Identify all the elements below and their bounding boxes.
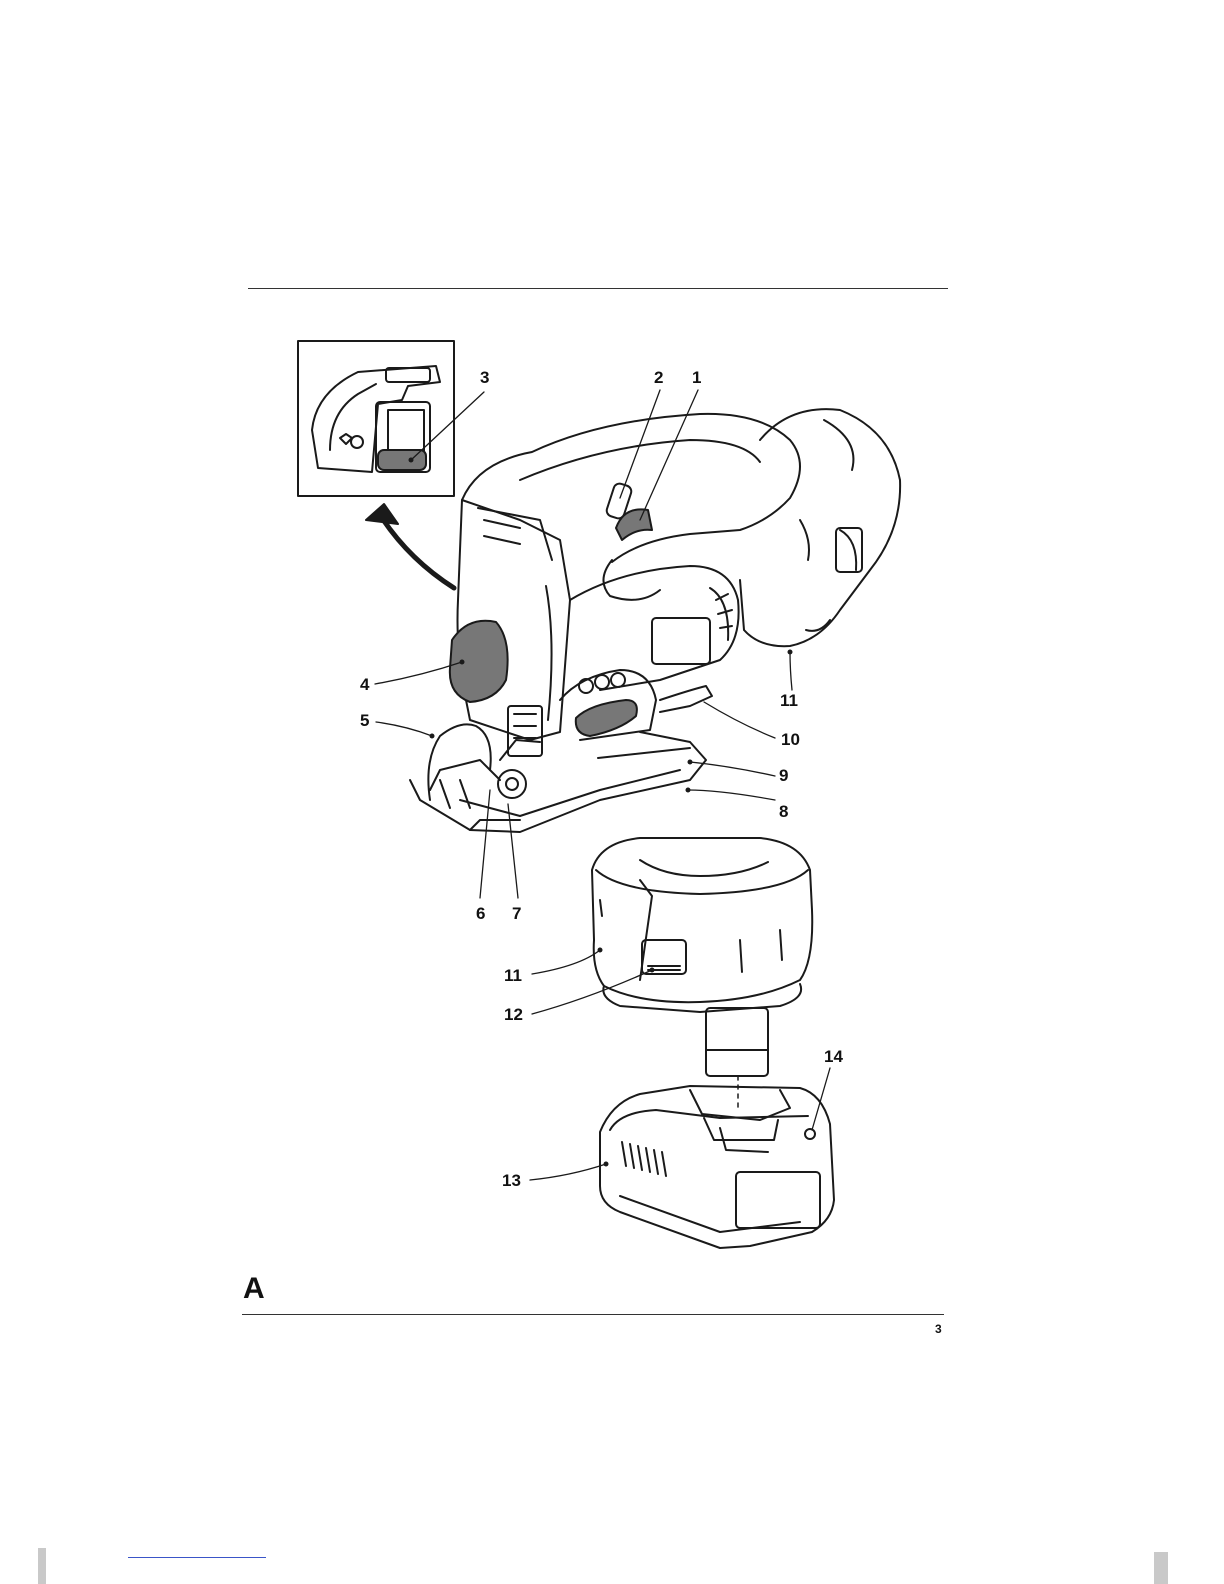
scan-artifact-right [1154, 1552, 1168, 1584]
callout-8: 8 [779, 802, 788, 821]
callout-6: 6 [476, 904, 485, 923]
figure-label: A [243, 1272, 265, 1306]
callout-13: 13 [502, 1171, 521, 1190]
callout-12: 12 [504, 1005, 523, 1024]
leader-dots [409, 458, 793, 1167]
selector-lever-highlight [576, 700, 637, 736]
charger [600, 1086, 834, 1248]
scan-artifact-left [38, 1548, 46, 1584]
leader-lines [375, 390, 830, 1180]
callout-14: 14 [824, 1047, 843, 1066]
callout-5: 5 [360, 711, 369, 730]
blower-knob-highlight [450, 621, 508, 702]
arrow-head [366, 504, 398, 524]
callout-11-battery: 11 [504, 966, 522, 985]
callout-2: 2 [654, 368, 663, 387]
scan-artifact-underline [128, 1557, 266, 1558]
callout-4: 4 [360, 675, 370, 694]
callout-10: 10 [781, 730, 800, 749]
curved-arrow [382, 518, 454, 588]
callout-11-tool: 11 [780, 691, 798, 710]
callout-3: 3 [480, 368, 489, 387]
battery-pack [592, 838, 812, 1076]
inset-detail [298, 341, 454, 496]
page-number: 3 [935, 1322, 942, 1336]
callout-7: 7 [512, 904, 521, 923]
trigger-highlight [616, 509, 652, 540]
callout-1: 1 [692, 368, 701, 387]
callout-9: 9 [779, 766, 788, 785]
